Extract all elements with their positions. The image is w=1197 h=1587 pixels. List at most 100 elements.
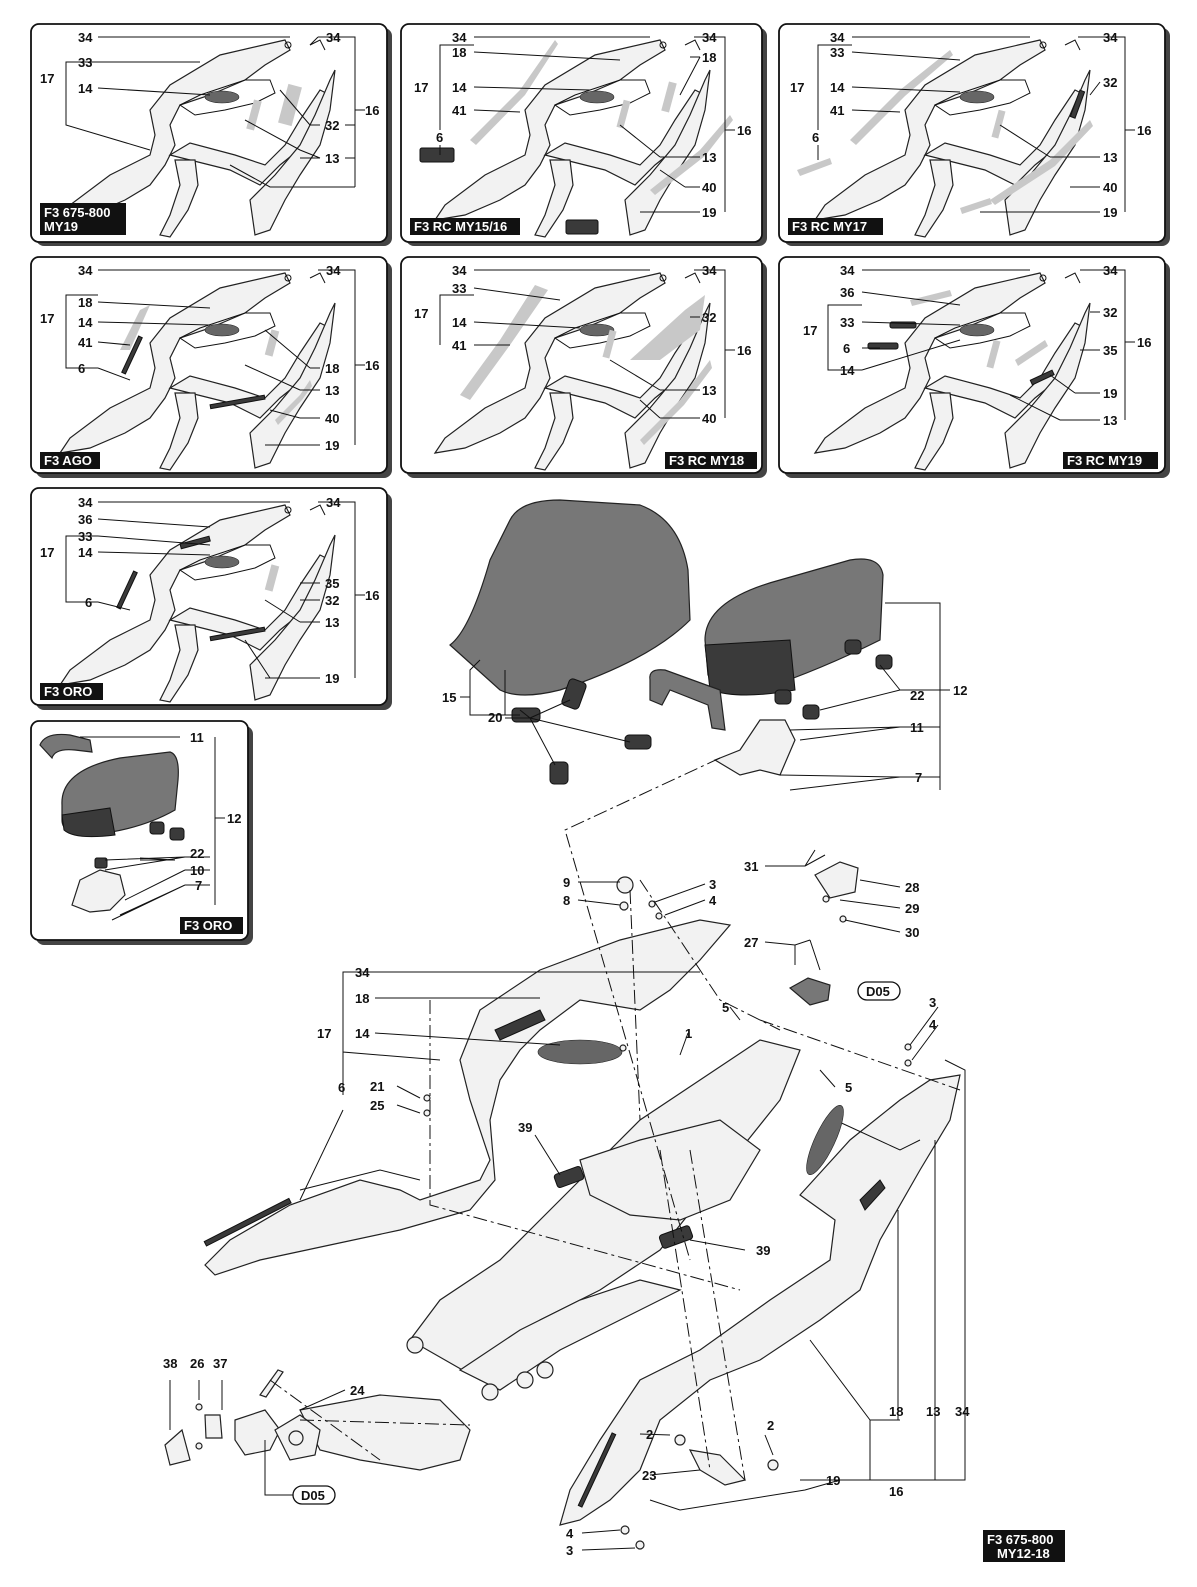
callout: 17 <box>414 80 428 95</box>
panel-7-artwork <box>59 504 336 703</box>
callout: 22 <box>910 688 924 703</box>
callout: 34 <box>955 1404 970 1419</box>
callout: 16 <box>737 123 751 138</box>
callout: 23 <box>642 1468 656 1483</box>
callout: 4 <box>709 893 717 908</box>
panel-2-artwork <box>419 39 733 238</box>
callout: 40 <box>1103 180 1117 195</box>
callout: 34 <box>1103 263 1118 278</box>
callout: 17 <box>40 545 54 560</box>
callout: 14 <box>830 80 845 95</box>
callout: 6 <box>78 361 85 376</box>
callout: 32 <box>1103 75 1117 90</box>
panel-3-tag: F3 RC MY17 <box>792 219 867 234</box>
callouts-main: 15 20 22 12 11 7 9 8 3 4 31 28 29 30 27 … <box>163 683 970 1558</box>
callout: 19 <box>325 671 339 686</box>
callout: 4 <box>566 1526 574 1541</box>
assembly-dash-lines <box>269 757 961 1481</box>
callout: 36 <box>840 285 854 300</box>
panel-5-tag: F3 RC MY18 <box>669 453 744 468</box>
ref-code-d05-lower: D05 <box>301 1488 325 1503</box>
panel-5-artwork <box>434 272 712 471</box>
callout: 37 <box>213 1356 227 1371</box>
callout: 35 <box>1103 343 1117 358</box>
callout: 2 <box>767 1418 774 1433</box>
panel-2-tag: F3 RC MY15/16 <box>414 219 507 234</box>
callout: 34 <box>830 30 845 45</box>
callout: 19 <box>826 1473 840 1488</box>
callout: 19 <box>1103 386 1117 401</box>
callouts-panel-3: 34 33 17 14 41 6 34 32 16 13 40 19 <box>790 30 1151 220</box>
callout: 36 <box>78 512 92 527</box>
callout: 41 <box>78 335 92 350</box>
callout: 19 <box>1103 205 1117 220</box>
callout: 11 <box>910 720 924 735</box>
panel-7-tag: F3 ORO <box>44 684 92 699</box>
callout: 14 <box>452 80 467 95</box>
panel-1-tag-line1: F3 675-800 <box>44 205 111 220</box>
callout: 34 <box>78 263 93 278</box>
callout: 6 <box>338 1080 345 1095</box>
callout: 13 <box>1103 413 1117 428</box>
panel-8-artwork <box>39 733 185 913</box>
callout: 33 <box>78 55 92 70</box>
callout: 33 <box>78 529 92 544</box>
callout: 7 <box>195 878 202 893</box>
callouts-panel-2: 34 18 17 14 41 6 34 18 16 13 40 19 <box>414 30 751 220</box>
callout: 4 <box>929 1017 937 1032</box>
callout: 15 <box>442 690 456 705</box>
callout: 6 <box>436 130 443 145</box>
callout: 6 <box>85 595 92 610</box>
callout: 34 <box>78 495 93 510</box>
callout: 19 <box>702 205 716 220</box>
panel-3-artwork <box>797 39 1093 238</box>
callout: 3 <box>566 1543 573 1558</box>
callout: 34 <box>326 495 341 510</box>
callout: 34 <box>702 263 717 278</box>
callout: 13 <box>702 150 716 165</box>
callout: 34 <box>355 965 370 980</box>
callout: 11 <box>190 730 204 745</box>
callout: 18 <box>889 1404 903 1419</box>
callout: 12 <box>953 683 967 698</box>
callout: 16 <box>1137 335 1151 350</box>
callout: 20 <box>488 710 502 725</box>
callout: 29 <box>905 901 919 916</box>
callout: 27 <box>744 935 758 950</box>
callout: 14 <box>355 1026 370 1041</box>
callout: 40 <box>702 180 716 195</box>
callout: 14 <box>78 545 93 560</box>
callout: 41 <box>452 338 466 353</box>
callout: 5 <box>845 1080 852 1095</box>
callout: 41 <box>830 103 844 118</box>
callout: 13 <box>325 615 339 630</box>
callout: 32 <box>702 310 716 325</box>
callout: 3 <box>929 995 936 1010</box>
callout: 34 <box>78 30 93 45</box>
callout: 39 <box>518 1120 532 1135</box>
panel-4-tag: F3 AGO <box>44 453 92 468</box>
callout: 18 <box>325 361 339 376</box>
callout: 35 <box>325 576 339 591</box>
callout: 39 <box>756 1243 770 1258</box>
callout: 24 <box>350 1383 365 1398</box>
main-tag-line1: F3 675-800 <box>987 1532 1054 1547</box>
callouts-panel-8: 11 12 22 10 7 <box>190 730 241 893</box>
callout: 13 <box>926 1404 940 1419</box>
callout: 16 <box>889 1484 903 1499</box>
callout: 14 <box>78 315 93 330</box>
callout: 34 <box>452 263 467 278</box>
callouts-panel-4: 34 18 17 14 41 6 34 18 16 13 40 19 <box>40 263 379 453</box>
callout: 22 <box>190 846 204 861</box>
callout: 6 <box>812 130 819 145</box>
callout: 12 <box>227 811 241 826</box>
callout: 41 <box>452 103 466 118</box>
callout: 34 <box>840 263 855 278</box>
callouts-panel-6: 34 36 17 33 6 14 34 32 16 35 19 13 <box>803 263 1151 428</box>
callout: 2 <box>646 1427 653 1442</box>
callout: 32 <box>325 593 339 608</box>
callout: 40 <box>702 411 716 426</box>
callout: 17 <box>790 80 804 95</box>
callout: 32 <box>325 118 339 133</box>
callout: 6 <box>843 341 850 356</box>
